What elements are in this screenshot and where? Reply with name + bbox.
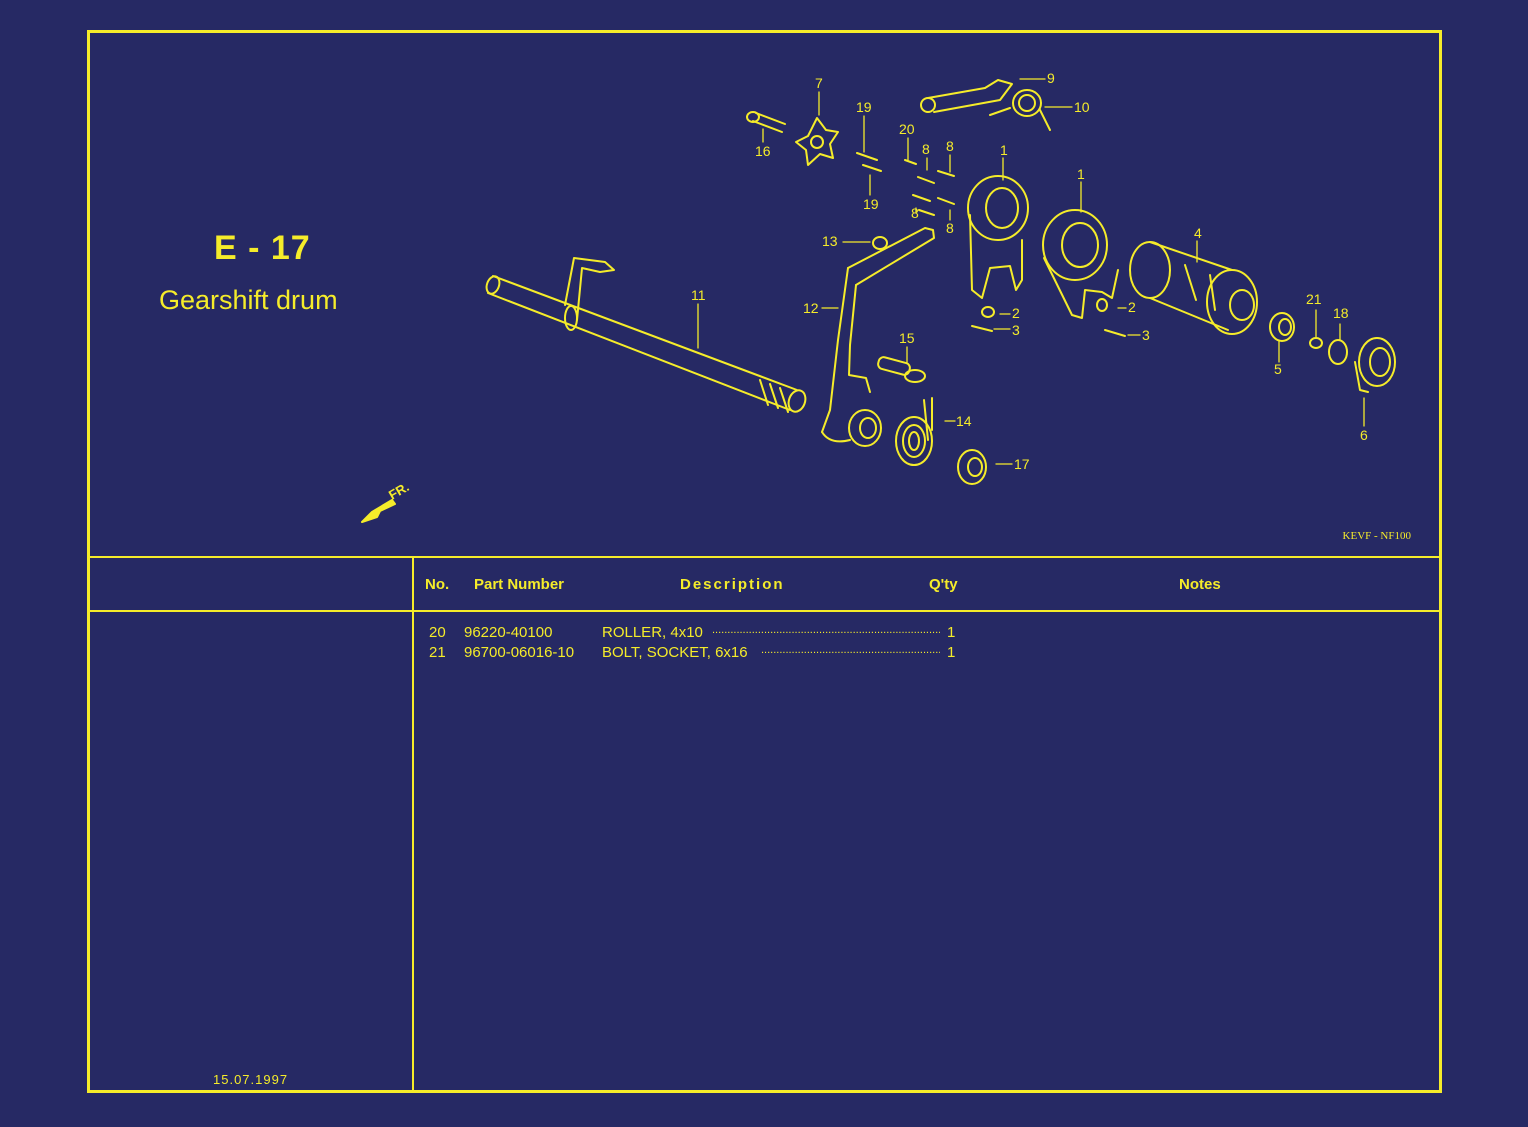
row-part-number: 96220-40100 bbox=[464, 624, 553, 641]
callout-10: 10 bbox=[1074, 99, 1090, 115]
part-shift-fork-b bbox=[1042, 209, 1119, 319]
part-bolt bbox=[746, 111, 786, 133]
part-pin bbox=[877, 356, 926, 383]
row-no: 20 bbox=[429, 624, 446, 641]
front-label: FR. bbox=[386, 479, 412, 502]
callout-leaders bbox=[697, 78, 1365, 465]
callout-14: 14 bbox=[956, 413, 972, 429]
part-return-spring bbox=[895, 397, 933, 466]
row-part-number: 96700-06016-10 bbox=[464, 644, 575, 661]
row-qty: 1 bbox=[947, 624, 956, 641]
callout-1: 1 bbox=[1000, 142, 1008, 158]
row-no: 21 bbox=[429, 644, 446, 661]
row-description: BOLT, SOCKET, 6x16 bbox=[602, 644, 748, 661]
callout-2: 2 bbox=[1012, 305, 1020, 321]
row-leader-dots: ........................................… bbox=[761, 644, 940, 656]
part-stopper-arm bbox=[920, 79, 1051, 131]
callout-1: 1 bbox=[1077, 166, 1085, 182]
row-leader-dots: ........................................… bbox=[712, 624, 940, 636]
part-stopper-star bbox=[795, 117, 839, 166]
callout-2: 2 bbox=[1128, 299, 1136, 315]
callout-13: 13 bbox=[822, 233, 838, 249]
front-arrow-icon: FR. bbox=[361, 479, 412, 523]
page-code: E - 17 bbox=[214, 229, 311, 267]
print-date: 15.07.1997 bbox=[213, 1072, 289, 1087]
catalog-code: KEVF - NF100 bbox=[1342, 530, 1411, 542]
part-drum-center bbox=[1269, 312, 1295, 342]
callout-8: 8 bbox=[946, 220, 954, 236]
callout-15: 15 bbox=[899, 330, 915, 346]
part-shift-arm bbox=[821, 227, 935, 447]
callout-3: 3 bbox=[1012, 322, 1020, 338]
callout-3: 3 bbox=[1142, 327, 1150, 343]
col-header-notes: Notes bbox=[1179, 576, 1221, 593]
drawing-frame: E - 17 Gearshift drum KEVF - NF100 No. P… bbox=[87, 30, 1442, 1093]
callout-6: 6 bbox=[1360, 427, 1368, 443]
callout-12: 12 bbox=[803, 300, 819, 316]
callout-8: 8 bbox=[922, 141, 930, 157]
col-header-part-number: Part Number bbox=[474, 576, 565, 593]
col-header-no: No. bbox=[425, 576, 450, 593]
part-collar bbox=[872, 236, 888, 250]
callout-20: 20 bbox=[899, 121, 915, 137]
callout-18: 18 bbox=[1333, 305, 1349, 321]
row-qty: 1 bbox=[947, 644, 956, 661]
callout-4: 4 bbox=[1194, 225, 1202, 241]
callout-8: 8 bbox=[946, 138, 954, 154]
callout-numbers: 1 1 2 2 3 3 4 5 6 7 8 8 8 8 9 10 11 12 1… bbox=[691, 70, 1368, 472]
part-guide-pins bbox=[856, 152, 955, 216]
part-shift-fork-a bbox=[967, 175, 1029, 299]
table-divider bbox=[412, 556, 414, 1090]
callout-17: 17 bbox=[1014, 456, 1030, 472]
page-title: Gearshift drum bbox=[159, 285, 338, 315]
part-gearshift-drum bbox=[1129, 241, 1258, 335]
callout-7: 7 bbox=[815, 75, 823, 91]
callout-11: 11 bbox=[691, 287, 706, 303]
callout-19: 19 bbox=[856, 99, 872, 115]
table-top-rule bbox=[90, 556, 1439, 558]
part-socket-bolt bbox=[1309, 337, 1323, 349]
header-bottom-rule bbox=[90, 610, 1439, 612]
callout-21: 21 bbox=[1306, 291, 1322, 307]
exploded-parts-diagram: FR. bbox=[361, 70, 1396, 523]
row-description: ROLLER, 4x10 bbox=[602, 624, 703, 641]
callout-9: 9 bbox=[1047, 70, 1055, 86]
callout-19: 19 bbox=[863, 196, 879, 212]
part-shift-cam bbox=[1354, 337, 1396, 393]
part-rollers-clips bbox=[971, 298, 1126, 337]
callout-5: 5 bbox=[1274, 361, 1282, 377]
part-washer bbox=[1328, 339, 1348, 365]
callout-16: 16 bbox=[755, 143, 771, 159]
part-shift-shaft bbox=[485, 257, 807, 413]
col-header-qty: Q'ty bbox=[929, 576, 958, 593]
col-header-description: Description bbox=[680, 576, 785, 593]
part-oil-seal bbox=[957, 449, 987, 485]
callout-8: 8 bbox=[911, 205, 919, 221]
